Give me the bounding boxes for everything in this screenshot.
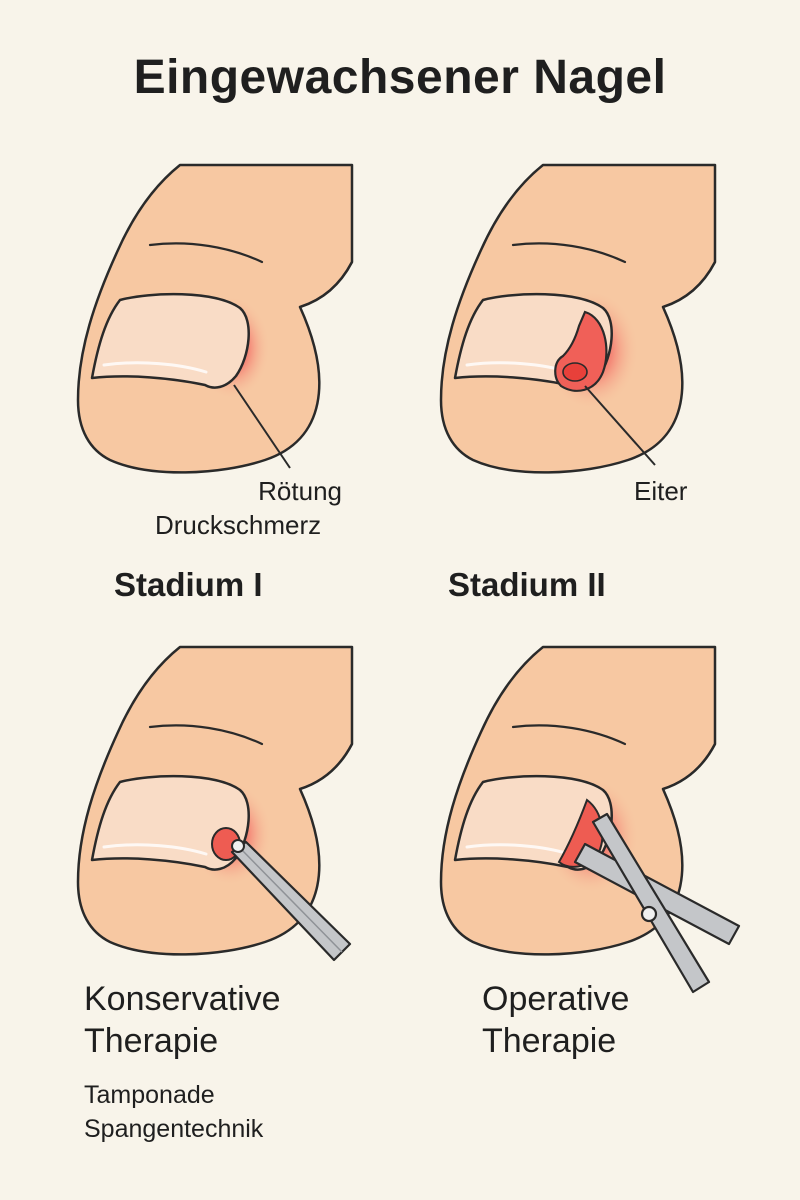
callout-pressure-pain: Druckschmerz [155,510,322,540]
method-item: Spangentechnik [84,1115,264,1143]
tweezers-icon [230,839,352,962]
operative-heading-line-1: Operative [482,980,630,1018]
stage-1-label: Stadium I [114,566,263,603]
conservative-heading-line-1: Konservative [84,980,281,1018]
method-item: Tamponade [84,1081,215,1109]
diagram-title: Eingewachsener Nagel [133,51,667,104]
callout-redness: Rötung [258,476,342,506]
conservative-heading-line-2: Therapie [84,1022,219,1060]
toe-conservative-illustration [76,645,354,962]
toe-operative-illustration [439,645,741,994]
conservative-methods-list: Tamponade Spangentechnik [84,1078,263,1146]
callout-pus: Eiter [634,476,688,506]
toe-stage-1-illustration [76,163,354,474]
operative-therapy-heading: Operative Therapie [482,978,629,1062]
conservative-therapy-heading: Konservative Therapie [84,978,281,1062]
scissors-icon [573,812,741,994]
operative-heading-line-2: Therapie [482,1022,617,1060]
stage-2-label: Stadium II [448,566,606,603]
callout-line-stage-1 [233,384,291,469]
toe-stage-2-illustration [439,163,717,474]
callout-line-stage-2 [584,385,656,466]
